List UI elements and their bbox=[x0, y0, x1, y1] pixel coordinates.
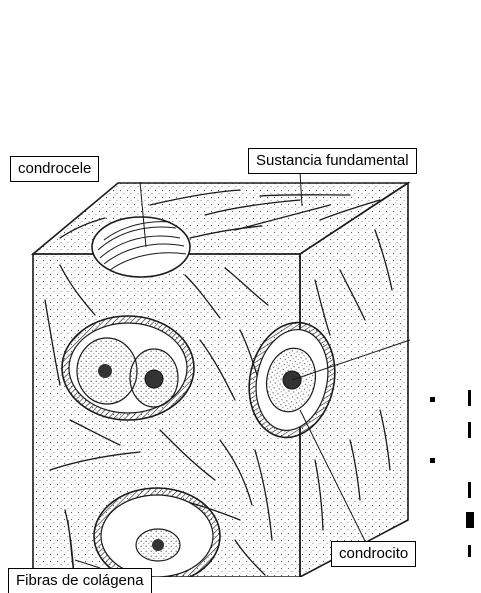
truncated-text-fragment bbox=[468, 545, 471, 557]
isogenous-group bbox=[62, 316, 194, 420]
truncated-text-fragment bbox=[468, 390, 471, 406]
sustancia-fundamental-label: Sustancia fundamental bbox=[248, 148, 417, 174]
condrocele-lacuna bbox=[92, 217, 190, 277]
bullet-icon bbox=[430, 458, 435, 463]
condrocito-label: condrocito bbox=[331, 541, 416, 567]
truncated-text-fragment bbox=[466, 512, 474, 528]
truncated-text-fragment bbox=[468, 482, 471, 498]
condrocele-label: condrocele bbox=[10, 156, 99, 182]
nucleus bbox=[152, 539, 164, 551]
nucleus bbox=[145, 370, 163, 388]
cartilage-block-diagram bbox=[0, 0, 481, 577]
bullet-icon bbox=[430, 397, 435, 402]
nucleus bbox=[98, 364, 112, 378]
chondrocyte-bottom bbox=[94, 488, 220, 577]
fibras-de-colagena-label: Fibras de colágena bbox=[8, 568, 152, 593]
truncated-text-fragment bbox=[468, 422, 471, 438]
